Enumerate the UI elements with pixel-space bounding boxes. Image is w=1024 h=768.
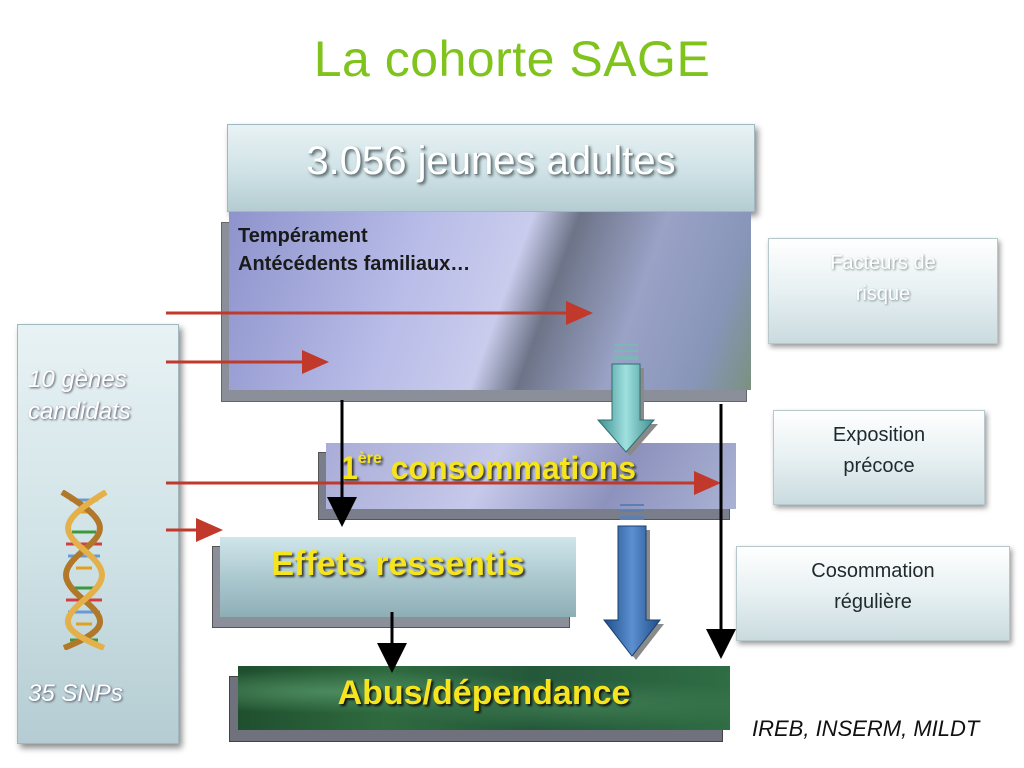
risk-factors-line1: Facteurs de	[830, 252, 936, 274]
first-consumption-label: consommations	[390, 450, 637, 486]
temperament-text: Tempérament Antécédents familiaux…	[238, 222, 470, 278]
felt-effects-label: Effets ressentis	[271, 545, 525, 583]
early-exposure-line1: Exposition	[832, 424, 926, 446]
risk-factors-box: Facteurs de risque	[768, 238, 998, 344]
abuse-dependence-label: Abus/dépendance	[337, 674, 631, 712]
abuse-dependence-box	[238, 666, 730, 730]
family-history-label: Antécédents familiaux…	[238, 253, 471, 275]
slide-title: La cohorte SAGE	[313, 31, 711, 87]
felt-effects-box	[220, 537, 576, 617]
first-consumption-text: 1ère consommations	[340, 450, 636, 487]
cohort-box: 3.056 jeunes adultes	[227, 124, 755, 212]
temperament-label: Tempérament	[238, 225, 368, 247]
regular-consumption-line2: régulière	[834, 591, 912, 613]
first-consumption-sup: ère	[357, 450, 382, 468]
blue-down-arrow	[602, 504, 664, 660]
early-exposure-line2: précoce	[843, 455, 915, 477]
snps-label: 35 SNPs	[28, 680, 123, 707]
candidate-genes-line2: candidats	[28, 398, 131, 425]
candidate-genes-text: 10 gènes candidats	[28, 364, 131, 428]
candidate-genes-line1: 10 gènes	[28, 366, 127, 393]
risk-factors-line2: risque	[855, 283, 911, 305]
early-exposure-box: Exposition précoce	[773, 410, 985, 505]
regular-consumption-box: Cosommation régulière	[736, 546, 1010, 641]
dna-helix-icon	[60, 490, 108, 650]
first-consumption-box	[326, 443, 736, 509]
first-consumption-number: 1	[340, 450, 358, 486]
regular-consumption-line1: Cosommation	[811, 560, 935, 582]
credit-text: IREB, INSERM, MILDT	[752, 716, 980, 741]
cohort-label: 3.056 jeunes adultes	[306, 139, 676, 183]
